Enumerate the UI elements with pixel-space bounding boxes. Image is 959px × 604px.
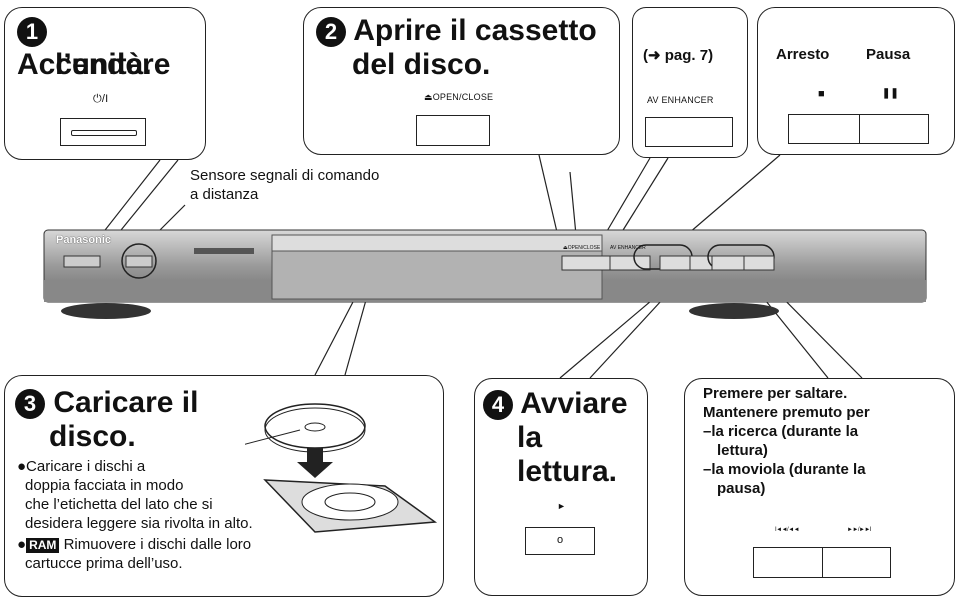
sensor-label-line1: Sensore segnali di comando (190, 167, 380, 184)
step3-title-line2: disco. (49, 420, 136, 453)
step3-number: 3 (15, 389, 45, 420)
av-enhancer-button[interactable] (645, 117, 733, 147)
panel-open-label: ⏏OPEN/CLOSE (563, 245, 601, 251)
callout-step3: 3 Caricare il disco. ●Caricare i dischi … (4, 375, 444, 597)
power-button[interactable] (60, 118, 146, 146)
step3-title-line1: Caricare il (53, 386, 199, 419)
skip-line3: –la ricerca (durante la (703, 423, 859, 440)
skip-line4: lettura) (717, 442, 768, 459)
step3-bullet1-line1: ●Caricare i dischi a (17, 458, 146, 475)
skip-back-button[interactable] (753, 547, 823, 578)
open-close-label: ⏏OPEN/CLOSE (424, 92, 494, 102)
pause-button[interactable] (859, 114, 929, 144)
stop-button[interactable] (788, 114, 860, 144)
skip-back-icon: I◄◄/◄◄ (775, 527, 800, 533)
skip-line2: Mantenere premuto per (703, 404, 870, 421)
skip-line1: Premere per saltare. (703, 385, 848, 402)
av-enhancer-label: AV ENHANCER (647, 95, 714, 105)
ram-badge: RAM (26, 538, 60, 553)
callout-enhancer: (➜ pag. 7) AV ENHANCER (632, 7, 748, 158)
play-icon: ► (557, 501, 566, 511)
step1-title-line1: Accendere (17, 48, 171, 81)
step4-title-line2: la lettura. (517, 421, 618, 488)
disc-tray-illustration (245, 403, 438, 533)
step2-title-line2: del disco. (352, 48, 491, 81)
brand-logo: Panasonic (56, 234, 112, 246)
step3-bullet1-line4: desidera leggere sia rivolta in alto. (25, 515, 253, 532)
step3-bullet1-line3: che l’etichetta del lato che si (25, 496, 213, 513)
step3-bullet2-line2: cartucce prima dell’uso. (25, 555, 183, 572)
page-reference: (➜ pag. 7) (643, 47, 714, 64)
step4-number: 4 (483, 390, 513, 421)
step3-bullet2-line1: Rimuovere i dischi dalle loro (63, 536, 252, 553)
callout-step2: 2 Aprire il cassetto del disco. ⏏OPEN/CL… (303, 7, 620, 155)
sensor-label-line2: a distanza (190, 186, 259, 203)
open-close-button[interactable] (416, 115, 490, 146)
skip-line5: –la moviola (durante la (703, 461, 866, 478)
stop-label: Arresto (776, 46, 830, 63)
power-icon-label: ⏻/I (93, 93, 109, 105)
callout-step4: 4 Avviare la lettura. ► o (474, 378, 648, 596)
step2-title-line1: Aprire il cassetto (353, 14, 597, 47)
panel-av-label: AV ENHANCER (610, 245, 646, 251)
pause-icon: ❚❚ (882, 88, 899, 99)
step3-bullet1-line2: doppia facciata in modo (25, 477, 184, 494)
step4-title-line1: Avviare (520, 387, 628, 420)
callout-stop-pause: Arresto Pausa ■ ❚❚ (757, 7, 955, 155)
callout-step1: 1 Accendere l’unità. ⏻/I (4, 7, 206, 160)
dvd-player: Panasonic ⏏OPEN/CLOSE AV ENHANCER (43, 229, 927, 319)
stop-icon: ■ (818, 88, 825, 100)
callout-skip: Premere per saltare. Mantenere premuto p… (684, 378, 955, 596)
skip-forward-button[interactable] (822, 547, 891, 578)
step2-number: 2 (316, 17, 346, 48)
skip-forward-icon: ►►/►►I (847, 527, 872, 533)
step1-number: 1 (17, 17, 47, 48)
pause-label: Pausa (866, 46, 911, 63)
skip-line6: pausa) (717, 480, 766, 497)
play-button[interactable]: o (525, 527, 595, 555)
step1-title-line2: l’unità. (55, 48, 152, 81)
